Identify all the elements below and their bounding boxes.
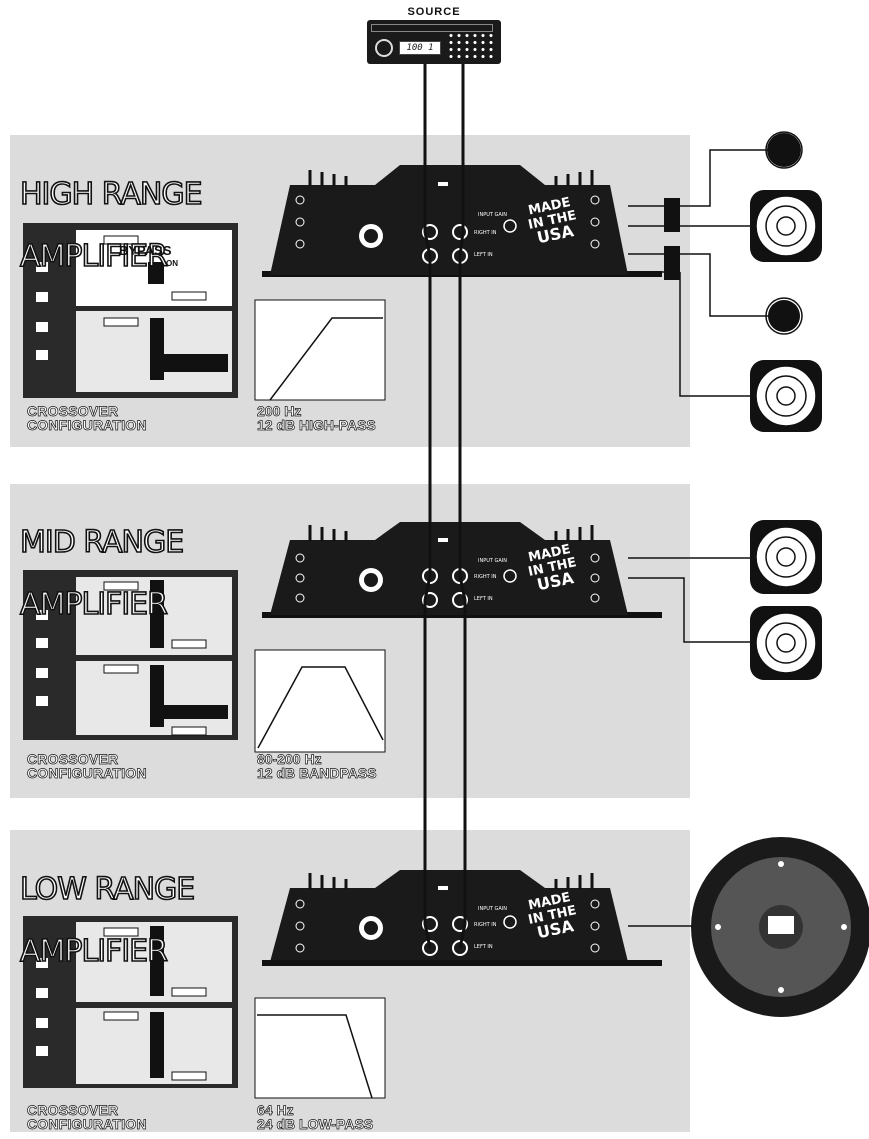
signal-cables: [423, 60, 467, 949]
tweeter-2: [765, 297, 803, 335]
subwoofer: [691, 837, 869, 1017]
left-in-label-mid: LEFT IN: [474, 596, 493, 602]
low-spec-type: 24 dB LOW-PASS: [257, 1116, 374, 1132]
source-head-unit: 100 1: [367, 20, 501, 64]
speaker-wires: [628, 149, 770, 927]
filter-graph-high: [254, 299, 386, 401]
mid-crossover-caption: CROSSOVER CONFIGURATION: [27, 751, 147, 781]
crossover-board-high: [23, 223, 238, 398]
heatsink-fins: [308, 170, 594, 889]
low-range-title: LOW RANGE AMPLIFIER: [19, 843, 196, 969]
filter-graph-mid: [254, 649, 386, 753]
volume-knob-icon: [375, 39, 393, 57]
low-filter-spec: 64 Hz 24 dB LOW-PASS: [257, 1102, 374, 1132]
mid-range-title: MID RANGE AMPLIFIER: [19, 496, 185, 622]
bypass-label: BYPASS: [119, 243, 172, 258]
high-range-title: HIGH RANGE AMPLIFIER: [19, 148, 203, 274]
input-gain-label-high: INPUT GAIN: [478, 212, 508, 218]
mid-caption-line2: CONFIGURATION: [27, 765, 147, 781]
input-gain-label-low: INPUT GAIN: [478, 906, 508, 912]
made-in-usa-badge-mid: MADE IN THE USA: [524, 542, 581, 594]
high-spec-type: 12 dB HIGH-PASS: [257, 417, 376, 433]
input-gain-label-mid: INPUT GAIN: [478, 558, 508, 564]
source-label: SOURCE: [407, 6, 461, 18]
low-caption-line1: CROSSOVER: [27, 1102, 119, 1118]
midrange-speaker-2: [750, 360, 822, 432]
right-in-label-mid: RIGHT IN: [474, 574, 497, 580]
source-buttons: [447, 32, 495, 60]
high-spec-freq: 200 Hz: [257, 403, 302, 419]
high-filter-spec: 200 Hz 12 dB HIGH-PASS: [257, 403, 376, 433]
mid-spec-freq: 80-200 Hz: [257, 751, 322, 767]
mid-title-line1: MID RANGE: [19, 525, 185, 560]
right-in-label-high: RIGHT IN: [474, 230, 497, 236]
tweeter-1: [765, 131, 803, 169]
low-spec-freq: 64 Hz: [257, 1102, 294, 1118]
mid-caption-line1: CROSSOVER: [27, 751, 119, 767]
high-caption-line1: CROSSOVER: [27, 403, 119, 419]
source-display: 100 1: [399, 41, 441, 55]
crossover-board-mid: [23, 570, 238, 740]
left-in-label-high: LEFT IN: [474, 252, 493, 258]
midrange-speaker-1: [750, 190, 822, 262]
mid-title-line2: AMPLIFIER: [19, 587, 169, 622]
high-title-line2: AMPLIFIER: [19, 239, 169, 274]
made-in-usa-badge-high: MADE IN THE USA: [524, 195, 581, 247]
high-crossover-caption: CROSSOVER CONFIGURATION: [27, 403, 147, 433]
crossover-board-low: [23, 916, 238, 1088]
high-title-line1: HIGH RANGE: [19, 177, 203, 212]
midrange-speaker-3: [750, 520, 822, 594]
bypass-on-label: ON: [166, 259, 178, 268]
low-title-line1: LOW RANGE: [19, 872, 196, 907]
midrange-speaker-4: [750, 606, 822, 680]
left-in-label-low: LEFT IN: [474, 944, 493, 950]
low-caption-line2: CONFIGURATION: [27, 1116, 147, 1132]
low-title-line2: AMPLIFIER: [19, 934, 169, 969]
low-crossover-caption: CROSSOVER CONFIGURATION: [27, 1102, 147, 1132]
high-caption-line2: CONFIGURATION: [27, 417, 147, 433]
made-in-usa-badge-low: MADE IN THE USA: [524, 890, 581, 942]
filter-graph-low: [254, 997, 386, 1099]
amplifier-mid: [262, 522, 662, 618]
right-in-label-low: RIGHT IN: [474, 922, 497, 928]
mid-spec-type: 12 dB BANDPASS: [257, 765, 377, 781]
mid-filter-spec: 80-200 Hz 12 dB BANDPASS: [257, 751, 377, 781]
cd-slot: [371, 24, 493, 32]
